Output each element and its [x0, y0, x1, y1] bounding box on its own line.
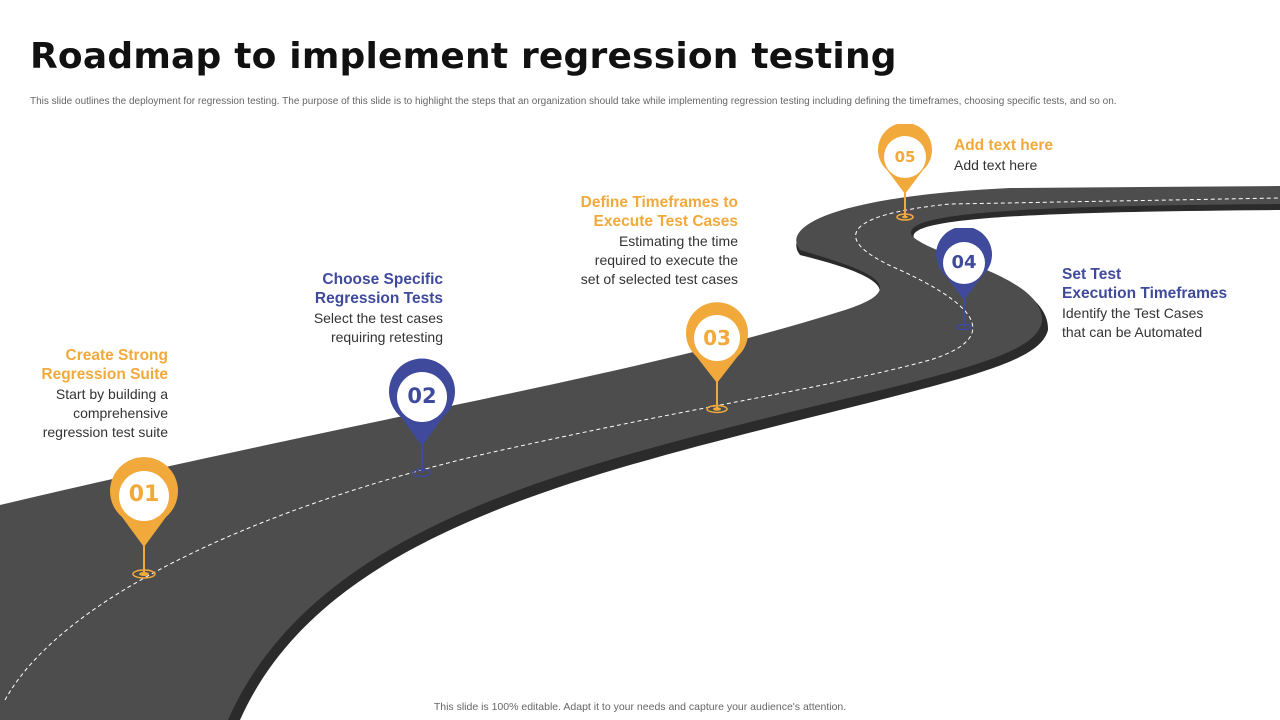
step-02-title: Choose Specific Regression Tests	[314, 271, 443, 307]
footer-note: This slide is 100% editable. Adapt it to…	[433, 701, 847, 713]
map-pin-icon	[389, 358, 455, 478]
step-02-description: Select the test cases requiring retestin…	[313, 310, 443, 345]
step-03-description: Estimating the time required to execute …	[580, 233, 738, 287]
map-pin-icon	[936, 228, 992, 331]
step-05-description: Add text here	[954, 157, 1038, 173]
step-01-description: Start by building a comprehensive regres…	[42, 386, 168, 440]
step-05-title: Add text here	[954, 137, 1054, 154]
map-pin-icon	[878, 124, 932, 221]
step-04-number: 04	[951, 252, 977, 273]
road-centerline	[4, 197, 1280, 701]
step-01-text: Create Strong Regression Suite Start by …	[10, 346, 168, 442]
step-02-number: 02	[407, 384, 437, 408]
map-pin-icon	[686, 302, 748, 414]
page-subtitle: This slide outlines the deployment for r…	[30, 96, 1117, 107]
step-04-title: Set Test Execution Timeframes	[1062, 266, 1228, 302]
step-03-text: Define Timeframes to Execute Test Cases …	[548, 193, 738, 289]
step-04-description: Identify the Test Cases that can be Auto…	[1062, 305, 1204, 340]
page-title: Roadmap to implement regression testing	[30, 36, 897, 77]
map-pin-icon	[110, 457, 178, 579]
step-02-text: Choose Specific Regression Tests Select …	[263, 270, 443, 347]
step-04-text: Set Test Execution Timeframes Identify t…	[1062, 265, 1262, 342]
step-01-title: Create Strong Regression Suite	[41, 347, 168, 383]
step-03-title: Define Timeframes to Execute Test Cases	[580, 194, 738, 230]
step-03-number: 03	[703, 326, 731, 350]
step-01-number: 01	[128, 482, 160, 507]
step-05-number: 05	[894, 148, 916, 166]
road-surface	[0, 186, 1280, 720]
step-05-text: Add text here Add text here	[954, 136, 1154, 175]
